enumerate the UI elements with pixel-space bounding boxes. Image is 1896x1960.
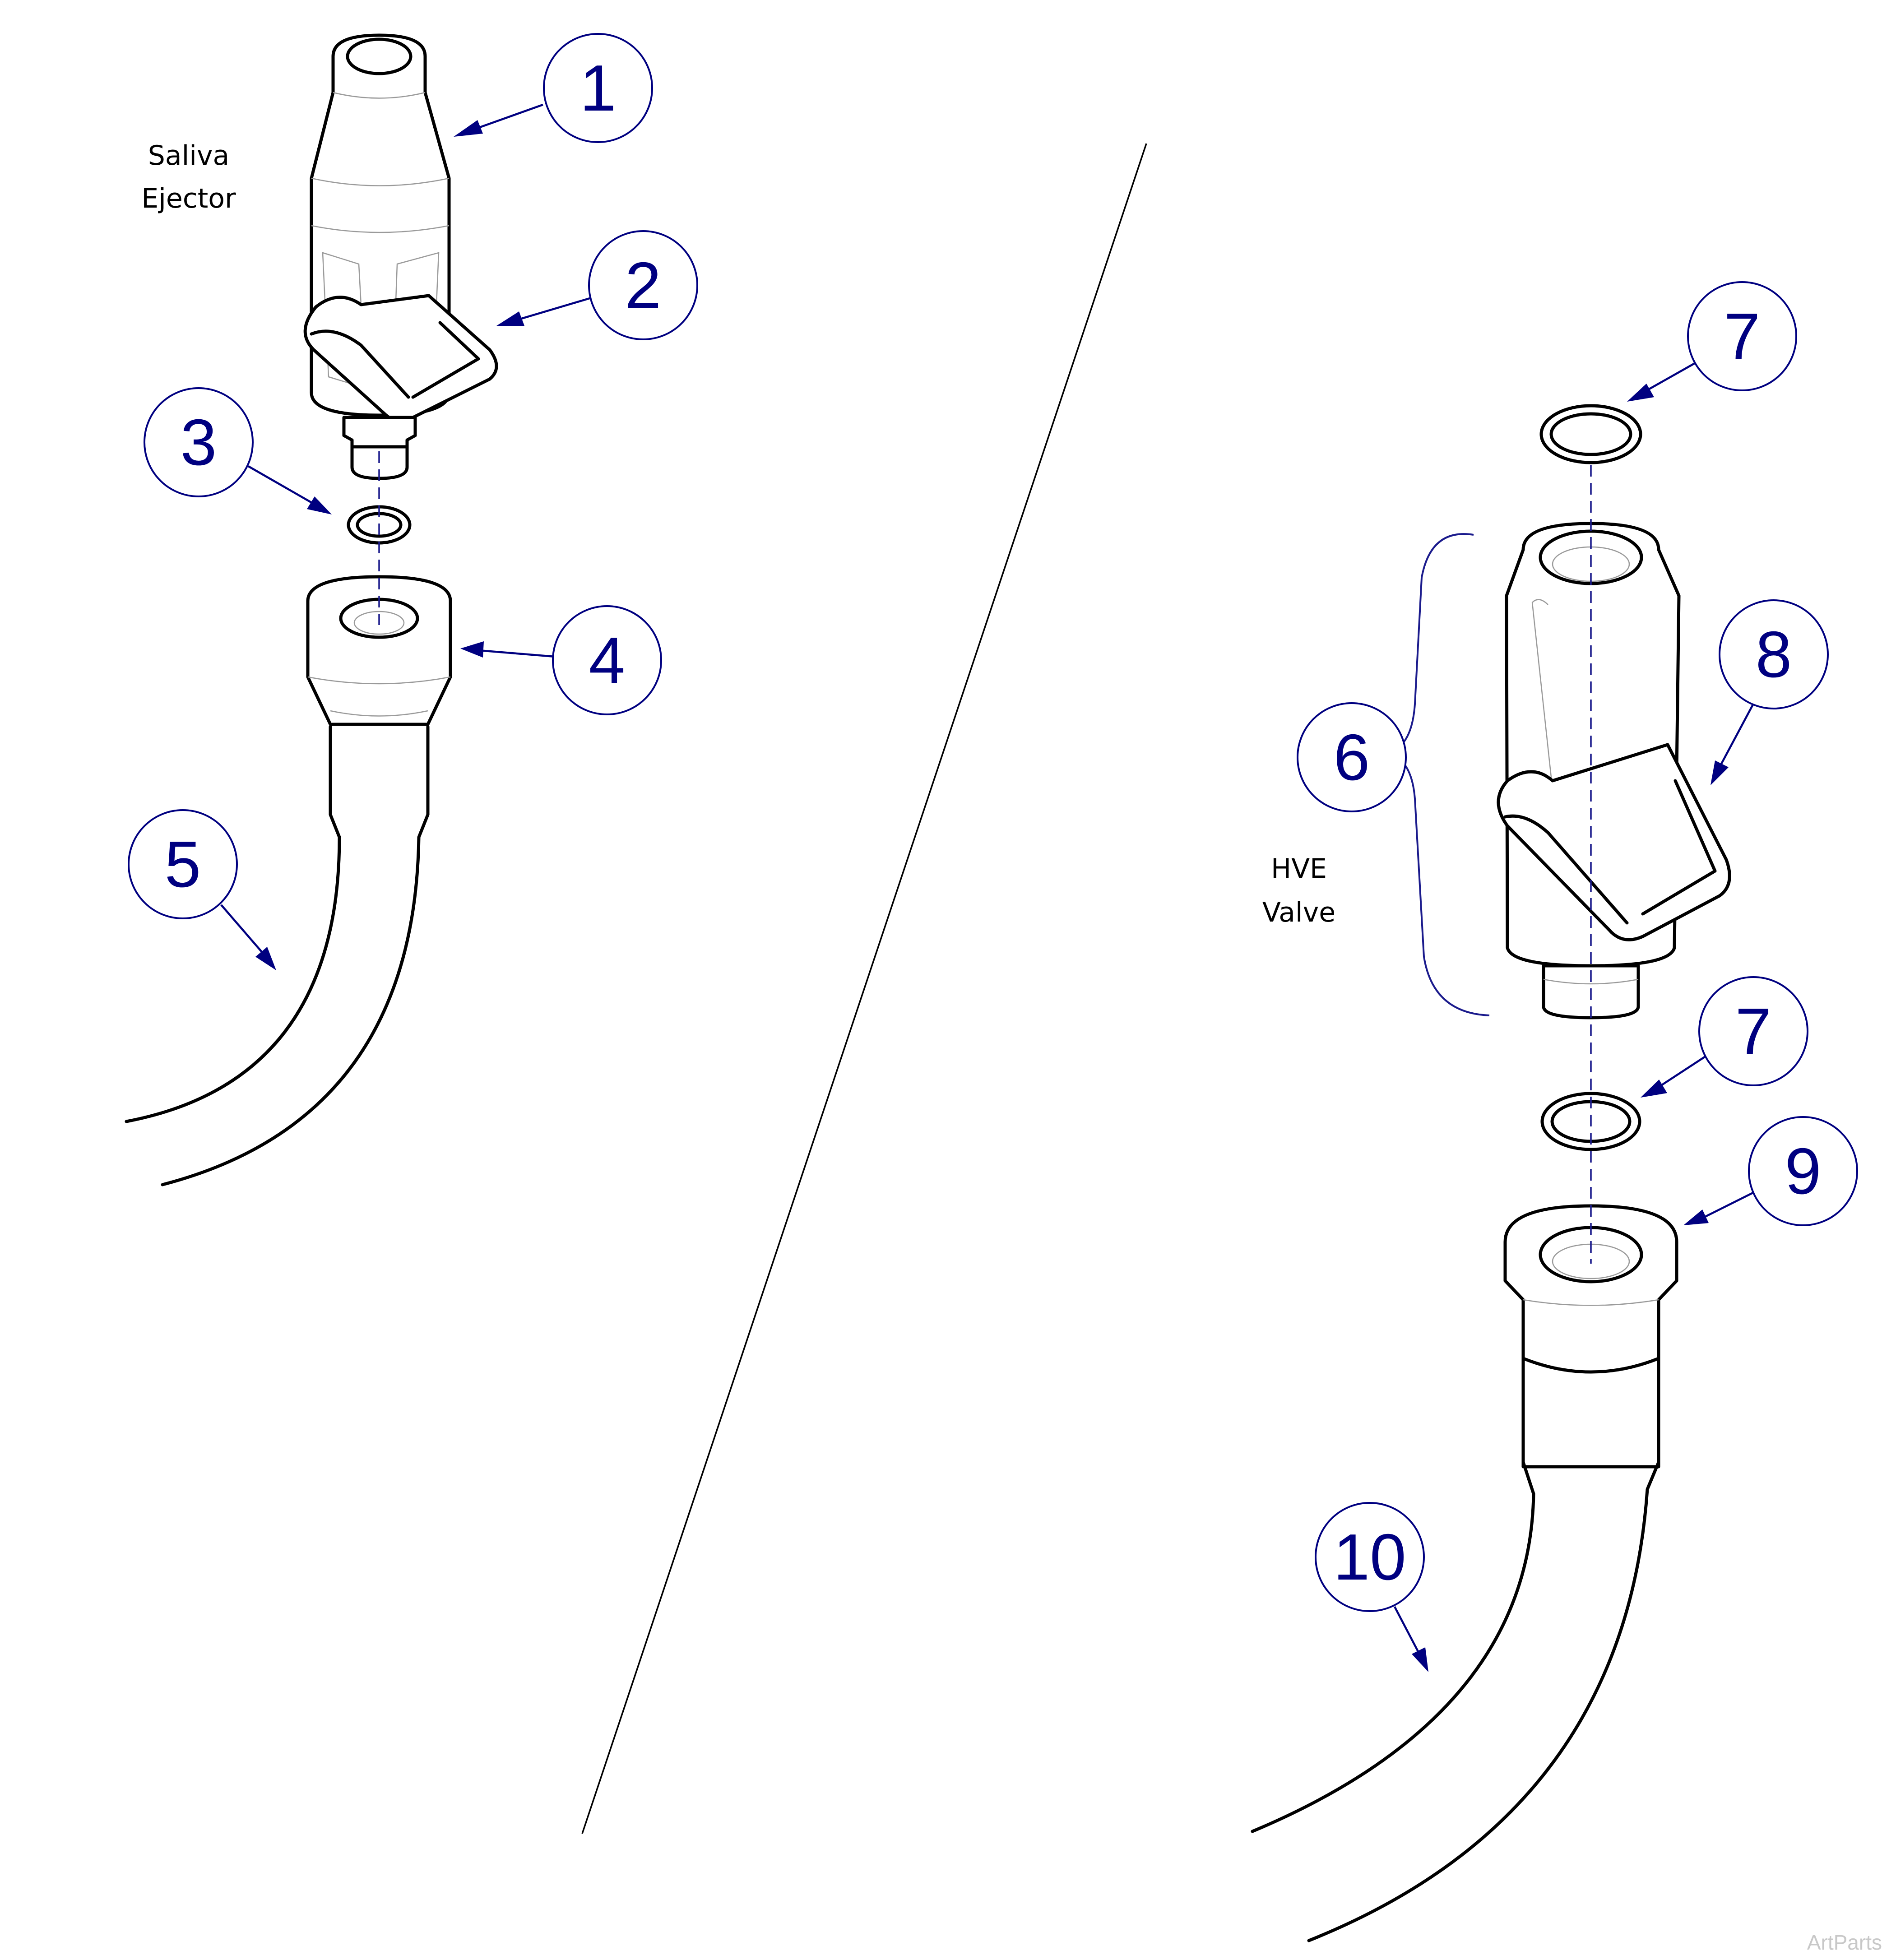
callout-8-number: 8 xyxy=(1756,618,1792,691)
callout-4-number: 4 xyxy=(589,624,626,697)
hve-adapter xyxy=(1503,1204,1678,1469)
callout-9-number: 9 xyxy=(1785,1135,1822,1208)
hve-valve-lever xyxy=(1497,743,1731,941)
callout-5: 5 xyxy=(128,809,276,970)
callout-2: 2 xyxy=(496,230,698,340)
callout-3: 3 xyxy=(144,387,332,514)
callout-3-number: 3 xyxy=(181,406,217,479)
callout-2-number: 2 xyxy=(625,249,662,322)
callout-7-bottom-number: 7 xyxy=(1735,995,1772,1068)
hve-valve-label-line1: HVE xyxy=(1271,853,1327,885)
hve-valve-assembly: HVE Valve xyxy=(1251,404,1731,1942)
hve-top-o-ring xyxy=(1539,404,1642,464)
callout-7-top-number: 7 xyxy=(1724,300,1761,373)
saliva-ejector-label-line1: Saliva xyxy=(148,140,229,171)
assembly-divider-line xyxy=(581,143,1147,1834)
callout-8: 8 xyxy=(1711,599,1829,785)
saliva-ejector-label-line2: Ejector xyxy=(141,183,236,214)
hve-tubing xyxy=(1251,1359,1660,1942)
saliva-ejector-tubing xyxy=(125,725,430,1186)
callout-5-number: 5 xyxy=(165,828,201,901)
hve-valve-body xyxy=(1497,522,1731,1019)
artparts-watermark: ArtParts xyxy=(1807,1931,1882,1954)
callout-6-number: 6 xyxy=(1334,721,1370,794)
saliva-ejector-lever xyxy=(303,294,498,423)
callout-7-bottom: 7 xyxy=(1641,976,1808,1098)
callout-10: 10 xyxy=(1315,1502,1428,1672)
hve-valve-label-line2: Valve xyxy=(1262,897,1335,928)
callout-10-number: 10 xyxy=(1333,1520,1406,1594)
callout-7-top: 7 xyxy=(1627,281,1797,402)
saliva-ejector-assembly: Saliva Ejector xyxy=(125,33,498,1186)
callout-1: 1 xyxy=(454,33,653,143)
callout-6: 6 xyxy=(1297,702,1407,812)
saliva-ejector-valve-body xyxy=(303,33,498,480)
callouts: 1 2 3 4 5 xyxy=(128,33,1858,1672)
callout-4: 4 xyxy=(460,605,662,715)
callout-9: 9 xyxy=(1683,1116,1858,1226)
callout-1-number: 1 xyxy=(580,51,617,125)
